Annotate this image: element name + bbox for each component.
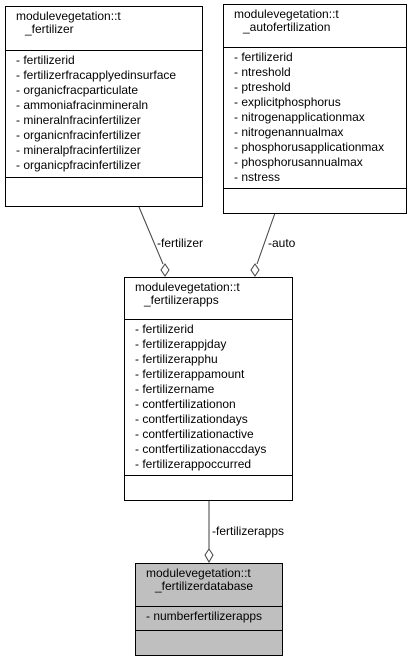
attribute: - fertilizerappoccurred — [135, 457, 252, 471]
attribute: - phosphorusapplicationmax — [234, 140, 385, 154]
class-title: modulevegetation::t _fertilizer — [6, 7, 202, 51]
class-title: modulevegetation::t _fertilizerdatabase — [136, 564, 282, 607]
attribute: - ptreshold — [234, 80, 291, 94]
class-title-line2: _fertilizerdatabase — [155, 579, 254, 593]
attribute: - explicitphosphorus — [234, 95, 341, 109]
class-t-fertilizerdatabase[interactable]: modulevegetation::t _fertilizerdatabase … — [135, 563, 283, 656]
class-title-line2: _fertilizer — [25, 22, 74, 36]
class-title: modulevegetation::t _autofertilization — [224, 5, 406, 48]
class-title-line2: _fertilizerapps — [144, 293, 219, 307]
class-t-fertilizer[interactable]: modulevegetation::t _fertilizer - fertil… — [5, 6, 203, 207]
attribute: - ntreshold — [234, 65, 291, 79]
attribute: - fertilizerid — [234, 50, 293, 64]
class-title-line1: modulevegetation::t — [16, 9, 121, 23]
class-title: modulevegetation::t _fertilizerapps — [125, 278, 292, 320]
attribute-list: - numberfertilizerapps — [136, 607, 282, 631]
attribute: - contfertilizationdays — [135, 412, 248, 426]
attribute: - fertilizername — [135, 382, 215, 396]
class-title-line1: modulevegetation::t — [146, 566, 251, 580]
class-title-line1: modulevegetation::t — [234, 7, 339, 21]
attribute: - fertilizerid — [16, 53, 75, 67]
attribute: - organicnfracinfertilizer — [16, 128, 141, 142]
attribute-list: - fertilizerid - fertilizerappjday - fer… — [125, 320, 292, 476]
attribute: - fertilizerapphu — [135, 352, 218, 366]
class-t-autofertilization[interactable]: modulevegetation::t _autofertilization -… — [223, 4, 407, 214]
attribute: - nstress — [234, 170, 281, 184]
attribute: - contfertilizationactive — [135, 427, 254, 441]
attribute: - contfertilizationaccdays — [135, 442, 267, 456]
edge-label-fertilizer: -fertilizer — [157, 236, 204, 250]
attribute: - fertilizerid — [135, 322, 194, 336]
attribute: - mineralnfracinfertilizer — [16, 113, 141, 127]
aggregation-diamond-auto — [250, 263, 260, 277]
attribute: - ammoniafracinmineraln — [16, 98, 149, 112]
edge-auto — [256, 212, 276, 265]
aggregation-diamond-fertilizerapps — [204, 548, 214, 564]
class-title-line2: _autofertilization — [243, 20, 331, 34]
attribute: - phosphorusannualmax — [234, 155, 363, 169]
class-t-fertilizerapps[interactable]: modulevegetation::t _fertilizerapps - fe… — [124, 277, 293, 501]
attribute: - numberfertilizerapps — [146, 609, 263, 623]
attribute: - mineralpfracinfertilizer — [16, 143, 141, 157]
class-title-line1: modulevegetation::t — [135, 280, 240, 294]
attribute-list: - fertilizerid - fertilizerfracapplyedin… — [6, 51, 202, 178]
attribute: - organicpfracinfertilizer — [16, 158, 141, 172]
attribute: - nitrogenapplicationmax — [234, 110, 365, 124]
attribute: - fertilizerappamount — [135, 367, 245, 381]
attribute-list: - fertilizerid - ntreshold - ptreshold -… — [224, 48, 406, 189]
edge-label-fertilizerapps: -fertilizerapps — [212, 524, 285, 538]
attribute: - contfertilizationon — [135, 397, 236, 411]
aggregation-diamond-fertilizer — [160, 263, 170, 277]
attribute: - nitrogenannualmax — [234, 125, 344, 139]
attribute: - organicfracparticulate — [16, 83, 139, 97]
attribute: - fertilizerappjday — [135, 337, 227, 351]
edge-fertilizer — [138, 206, 164, 265]
attribute: - fertilizerfracapplyedinsurface — [16, 68, 177, 82]
edge-label-auto: -auto — [268, 236, 296, 250]
